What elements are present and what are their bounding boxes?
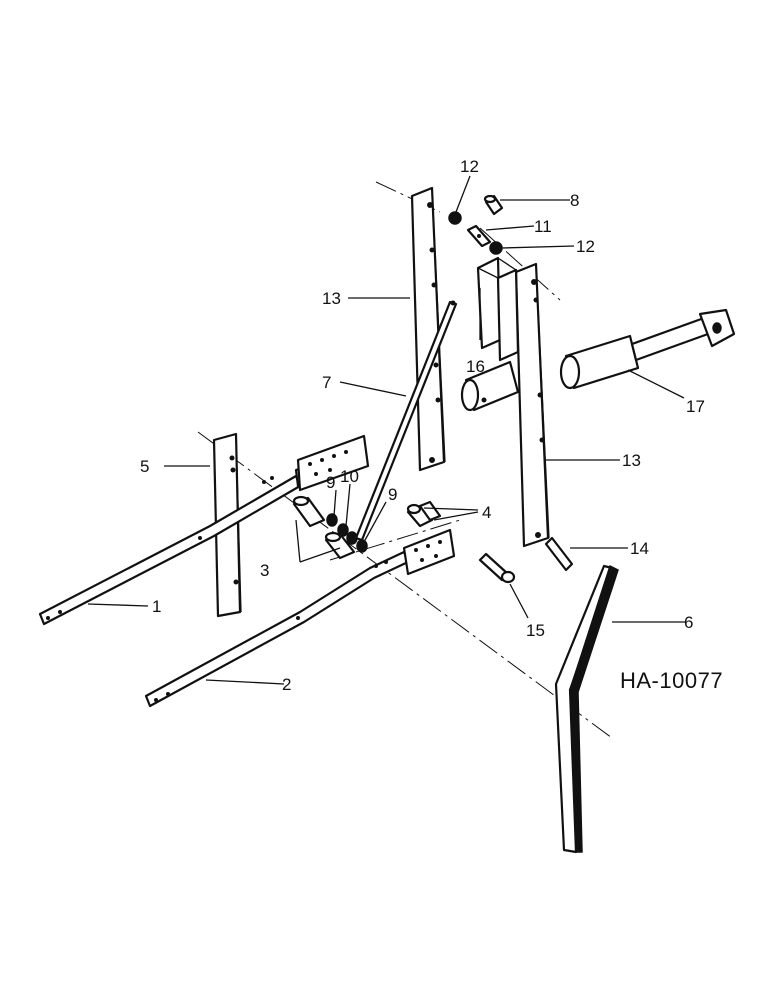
callout-4: 4 bbox=[482, 503, 491, 522]
figure-code: HA-10077 bbox=[620, 668, 723, 693]
centerline-mid bbox=[329, 519, 461, 561]
arm-upper bbox=[38, 434, 370, 626]
callout-16: 16 bbox=[466, 357, 485, 376]
callout-9-right: 9 bbox=[388, 485, 397, 504]
callout-15: 15 bbox=[526, 621, 545, 640]
callout-8: 8 bbox=[570, 191, 579, 210]
callout-12-right: 12 bbox=[576, 237, 595, 256]
bracket bbox=[476, 256, 520, 362]
leader-lines bbox=[87, 175, 686, 685]
centerline-right-top bbox=[479, 227, 561, 301]
arm-lower bbox=[144, 528, 456, 708]
pin-lower bbox=[544, 536, 574, 572]
callout-5: 5 bbox=[140, 457, 149, 476]
upright-bar-left bbox=[410, 186, 446, 472]
callout-13-left: 13 bbox=[322, 289, 341, 308]
bushing-set bbox=[292, 495, 356, 560]
upright-bar-right bbox=[514, 262, 550, 548]
callout-17: 17 bbox=[686, 397, 705, 416]
centerline-top bbox=[375, 181, 441, 213]
centerline-lower bbox=[197, 431, 613, 739]
bolt bbox=[478, 552, 516, 584]
callout-3: 3 bbox=[260, 561, 269, 580]
callout-7: 7 bbox=[322, 373, 331, 392]
bent-bar bbox=[554, 564, 619, 854]
pin-small bbox=[466, 224, 492, 248]
washer-nut-group bbox=[326, 513, 368, 553]
washer-top bbox=[448, 211, 462, 225]
callout-1: 1 bbox=[152, 597, 161, 616]
callout-10: 10 bbox=[340, 467, 359, 486]
callout-12-top: 12 bbox=[460, 157, 479, 176]
callout-6: 6 bbox=[684, 613, 693, 632]
hydraulic-cylinder bbox=[460, 308, 736, 412]
callout-9-left: 9 bbox=[326, 473, 335, 492]
pin-top bbox=[483, 194, 504, 216]
callout-2: 2 bbox=[282, 675, 291, 694]
washer-right bbox=[489, 241, 503, 255]
bushing-pair bbox=[406, 500, 442, 528]
callout-11: 11 bbox=[534, 217, 552, 236]
callout-14: 14 bbox=[630, 539, 649, 558]
callout-13-right: 13 bbox=[622, 451, 641, 470]
